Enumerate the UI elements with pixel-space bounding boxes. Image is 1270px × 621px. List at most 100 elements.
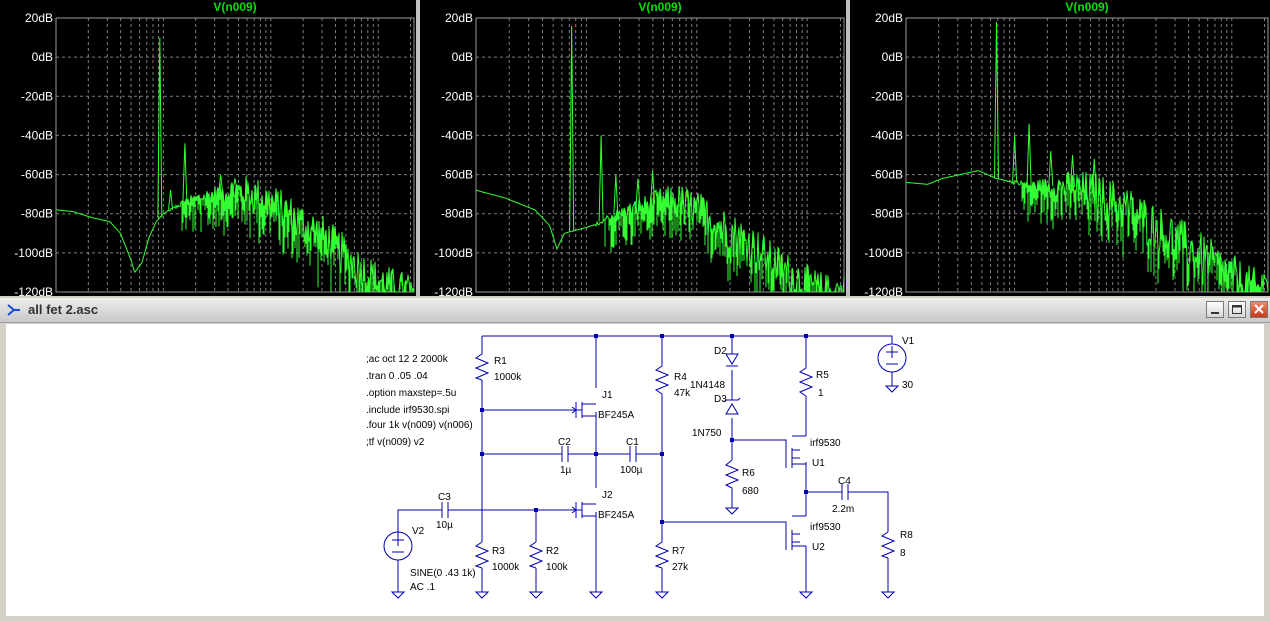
c1-label[interactable]: C1 (626, 437, 639, 448)
harmonic-peak (598, 135, 604, 222)
spice-directive[interactable]: .tran 0 .05 .04 (366, 371, 428, 382)
minimize-button[interactable] (1206, 301, 1224, 318)
u2-label[interactable]: U2 (812, 542, 825, 553)
r4-label[interactable]: R4 (674, 372, 687, 383)
ltspice-app-icon (7, 304, 20, 316)
c3-label[interactable]: C3 (438, 492, 451, 503)
spectrum-trace (905, 170, 1269, 293)
harmonic-peak (168, 190, 174, 210)
r4-value[interactable]: 47k (674, 388, 691, 399)
y-tick-label: 0dB (452, 50, 473, 64)
c2-label[interactable]: C2 (558, 437, 571, 448)
schematic-canvas[interactable]: ;ac oct 12 2 2000k .tran 0 .05 .04 .opti… (6, 324, 1264, 616)
c3-value[interactable]: 10µ (436, 520, 453, 531)
plot-frame (475, 17, 845, 293)
y-tick-label: -40dB (871, 128, 903, 142)
c4-value[interactable]: 2.2m (832, 504, 854, 515)
y-tick-label: 0dB (882, 50, 903, 64)
close-button[interactable] (1250, 301, 1268, 318)
r1-label[interactable]: R1 (494, 356, 507, 367)
plot-frame (55, 17, 415, 293)
spice-directive[interactable]: .include irf9530.spi (366, 405, 449, 416)
close-icon (1254, 304, 1264, 314)
r6-label[interactable]: R6 (742, 468, 755, 479)
r5-label[interactable]: R5 (816, 370, 829, 381)
spice-directive[interactable]: .four 1k v(n009) v(n006) (366, 420, 473, 431)
r2-label[interactable]: R2 (546, 546, 559, 557)
d3-value[interactable]: 1N750 (692, 428, 722, 439)
y-tick-label: -100dB (434, 246, 473, 260)
v2-value[interactable]: SINE(0 .43 1k) (410, 568, 476, 579)
spice-directive[interactable]: ;ac oct 12 2 2000k (366, 354, 449, 365)
j2-value[interactable]: BF245A (598, 510, 634, 521)
j2-label[interactable]: J2 (602, 490, 613, 501)
y-tick-label: -80dB (871, 207, 903, 221)
j1-value[interactable]: BF245A (598, 410, 634, 421)
pane-separator[interactable] (846, 0, 850, 296)
plot-grid (475, 17, 844, 293)
plot-svg-2: 20dB0dB-20dB-40dB-60dB-80dB-100dB-120dBV… (434, 0, 845, 296)
y-tick-label: -20dB (21, 89, 53, 103)
plot-svg-3: 20dB0dB-20dB-40dB-60dB-80dB-100dB-120dBV… (864, 0, 1269, 296)
c4-label[interactable]: C4 (838, 476, 851, 487)
plot-title: V(n009) (213, 0, 256, 14)
y-tick-label: -60dB (21, 168, 53, 182)
y-tick-label: -60dB (441, 168, 473, 182)
harmonic-peak (1026, 123, 1032, 186)
y-tick-label: -80dB (441, 207, 473, 221)
plot-title: V(n009) (638, 0, 681, 14)
y-tick-label: 20dB (25, 11, 53, 25)
v1-label[interactable]: V1 (902, 336, 915, 347)
window-titlebar[interactable]: all fet 2.asc (0, 298, 1270, 323)
y-tick-label: 0dB (32, 50, 53, 64)
plot-frame (905, 17, 1269, 293)
y-tick-label: -100dB (14, 246, 53, 260)
y-tick-label: -120dB (864, 285, 903, 296)
r5-value[interactable]: 1 (818, 388, 824, 399)
plot-title: V(n009) (1065, 0, 1108, 14)
harmonic-peak (1048, 151, 1054, 187)
u1-label[interactable]: U1 (812, 458, 825, 469)
r8-value[interactable]: 8 (900, 548, 906, 559)
maximize-icon (1232, 305, 1242, 314)
r1-value[interactable]: 1000k (494, 372, 522, 383)
r2-value[interactable]: 100k (546, 562, 569, 573)
y-tick-label: -120dB (434, 285, 473, 296)
schematic-window: all fet 2.asc (0, 298, 1270, 620)
j1-label[interactable]: J1 (602, 390, 613, 401)
r3-label[interactable]: R3 (492, 546, 505, 557)
pane-separator[interactable] (416, 0, 420, 296)
y-tick-label: -40dB (21, 128, 53, 142)
d2-label[interactable]: D2 (714, 346, 727, 357)
u2-value[interactable]: irf9530 (810, 522, 841, 533)
d3-label[interactable]: D3 (714, 394, 727, 405)
c1-value[interactable]: 100µ (620, 465, 643, 476)
harmonic-peak (613, 174, 619, 216)
harmonic-peak (232, 178, 238, 191)
plot-svg-1: 20dB0dB-20dB-40dB-60dB-80dB-100dB-120dBV… (14, 0, 415, 296)
c2-value[interactable]: 1µ (560, 465, 572, 476)
y-tick-label: 20dB (875, 11, 903, 25)
r6-value[interactable]: 680 (742, 486, 759, 497)
u1-value[interactable]: irf9530 (810, 438, 841, 449)
y-tick-label: -40dB (441, 128, 473, 142)
d2-value[interactable]: 1N4148 (690, 380, 725, 391)
spice-directive[interactable]: .option maxstep=.5u (366, 388, 456, 399)
y-tick-label: -60dB (871, 168, 903, 182)
spice-directive[interactable]: ;tf v(n009) v2 (366, 437, 425, 448)
v2-ac-value[interactable]: AC .1 (410, 582, 435, 593)
window-title: all fet 2.asc (28, 302, 99, 317)
r8-label[interactable]: R8 (900, 530, 913, 541)
r7-value[interactable]: 27k (672, 562, 689, 573)
v1-value[interactable]: 30 (902, 380, 914, 391)
harmonic-peak (1070, 154, 1076, 188)
maximize-button[interactable] (1228, 301, 1246, 318)
r3-value[interactable]: 1000k (492, 562, 520, 573)
harmonic-peak (1091, 158, 1097, 194)
plot-grid (55, 17, 414, 293)
v2-label[interactable]: V2 (412, 526, 425, 537)
r7-label[interactable]: R7 (672, 546, 685, 557)
